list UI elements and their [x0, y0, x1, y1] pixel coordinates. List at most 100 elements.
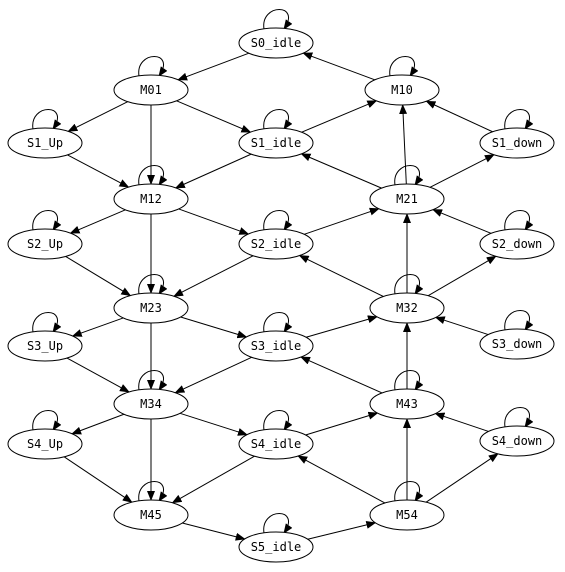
- node-label: S2_down: [492, 237, 543, 251]
- self-loop-m01: [138, 56, 168, 77]
- edge-m21-to-s1-down: [429, 154, 495, 188]
- node-shape: [369, 388, 445, 420]
- node-label: S4_idle: [251, 437, 302, 451]
- edge-m23-to-s3-up: [71, 317, 124, 337]
- node-shape: [479, 228, 555, 260]
- node-s1-down: S1_down: [479, 127, 555, 159]
- edge-m32-to-s2-idle: [298, 255, 384, 297]
- node-m12: M12: [113, 183, 189, 215]
- node-label: S1_idle: [251, 136, 302, 150]
- edge-s4-idle-to-m45: [171, 455, 255, 504]
- node-label: S1_Up: [27, 136, 63, 150]
- node-label: M10: [391, 83, 413, 97]
- edge-s2-up-to-m23: [65, 256, 132, 297]
- edge-s3-down-to-m32: [434, 316, 489, 336]
- node-m21: M21: [369, 183, 445, 215]
- self-loop-m54: [394, 481, 424, 502]
- edge-s2-idle-to-m21: [304, 207, 380, 235]
- edge-s4-down-to-m43: [434, 412, 489, 432]
- edge-s1-idle-to-m10: [301, 100, 378, 133]
- edge-s5-idle-to-m54: [307, 520, 377, 540]
- self-loop-m10: [389, 56, 419, 77]
- node-shape: [369, 499, 445, 531]
- node-s4-down: S4_down: [479, 425, 555, 457]
- node-label: M23: [140, 301, 162, 315]
- self-loop-m12: [138, 165, 168, 186]
- self-loop-s3-down: [504, 310, 534, 331]
- node-shape: [479, 328, 555, 360]
- self-loop-s2-idle: [263, 210, 293, 231]
- edge-m01-to-s1-up: [67, 101, 128, 132]
- node-shape: [238, 330, 314, 362]
- edge-s3-idle-to-m34: [174, 356, 252, 394]
- node-label: M32: [396, 301, 418, 315]
- node-s2-idle: S2_idle: [238, 228, 314, 260]
- node-s2-down: S2_down: [479, 228, 555, 260]
- edge-m54-to-s4-idle: [297, 455, 386, 504]
- node-shape: [479, 425, 555, 457]
- node-shape: [238, 228, 314, 260]
- self-loop-m32: [394, 274, 424, 295]
- node-shape: [113, 292, 189, 324]
- node-label: S2_Up: [27, 237, 63, 251]
- self-loop-s4-down: [504, 407, 534, 428]
- node-label: S5_idle: [251, 540, 302, 554]
- self-loop-s4-up: [32, 410, 62, 431]
- self-loop-s3-up: [32, 312, 62, 333]
- edge-m34-to-s4-idle: [179, 412, 248, 436]
- node-shape: [238, 428, 314, 460]
- edge-m21-to-m10: [399, 103, 408, 185]
- node-label: S4_down: [492, 434, 543, 448]
- node-s1-up: S1_Up: [7, 127, 83, 159]
- edge-m21-to-s1-idle: [300, 153, 382, 189]
- node-label: S2_idle: [251, 237, 302, 251]
- node-m43: M43: [369, 388, 445, 420]
- node-shape: [113, 74, 189, 106]
- edge-s0-idle-to-m01: [177, 52, 250, 81]
- node-shape: [113, 183, 189, 215]
- node-shape: [113, 499, 189, 531]
- self-loop-s1-idle: [263, 109, 293, 130]
- node-s4-up: S4_Up: [7, 428, 83, 460]
- edge-s4-up-to-m45: [63, 456, 133, 503]
- edge-m10-to-s0-idle: [302, 52, 375, 81]
- node-label: M54: [396, 508, 418, 522]
- edge-m43-to-s3-idle: [300, 356, 383, 394]
- node-s3-up: S3_Up: [7, 330, 83, 362]
- node-label: M01: [140, 83, 162, 97]
- node-shape: [369, 183, 445, 215]
- node-shape: [238, 531, 314, 563]
- node-s2-up: S2_Up: [7, 228, 83, 260]
- node-shape: [479, 127, 555, 159]
- node-m34: M34: [113, 388, 189, 420]
- node-label: S4_Up: [27, 437, 63, 451]
- node-s3-idle: S3_idle: [238, 330, 314, 362]
- edges-layer: [63, 52, 499, 541]
- self-loop-s2-down: [504, 210, 534, 231]
- node-s5-idle: S5_idle: [238, 531, 314, 563]
- self-loop-s1-down: [504, 109, 534, 130]
- node-m54: M54: [369, 499, 445, 531]
- self-loop-s3-idle: [263, 312, 293, 333]
- node-m01: M01: [113, 74, 189, 106]
- node-m10: M10: [364, 74, 440, 106]
- node-shape: [364, 74, 440, 106]
- edge-s1-idle-to-m12: [174, 153, 252, 189]
- edge-s3-up-to-m34: [66, 357, 130, 393]
- node-m45: M45: [113, 499, 189, 531]
- edge-s2-idle-to-m23: [173, 255, 254, 297]
- edge-m12-to-s2-up: [69, 209, 126, 234]
- self-loop-s1-up: [32, 109, 62, 130]
- node-shape: [7, 228, 83, 260]
- node-label: S3_down: [492, 337, 543, 351]
- self-loops-layer: [32, 9, 534, 534]
- node-s4-idle: S4_idle: [238, 428, 314, 460]
- edge-m32-to-s2-down: [427, 255, 497, 297]
- node-label: S3_Up: [27, 339, 63, 353]
- node-shape: [7, 127, 83, 159]
- node-shape: [238, 127, 314, 159]
- edge-m01-to-s1-idle: [176, 100, 252, 133]
- node-label: M21: [396, 192, 418, 206]
- node-label: S3_idle: [251, 339, 302, 353]
